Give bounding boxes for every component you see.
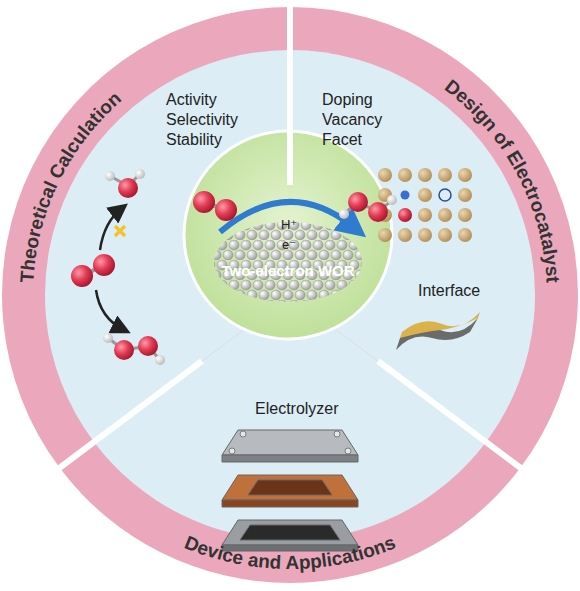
center-title: Two-electron WOR <box>222 262 355 279</box>
electron-label: e⁻ <box>282 237 296 252</box>
property-list: Activity Selectivity Stability <box>166 90 238 150</box>
electrolyzer-label: Electrolyzer <box>255 400 339 418</box>
proton-label: H⁺ <box>281 217 297 232</box>
ring-title: Theoretical Calculation <box>16 87 125 283</box>
strategy-list: Doping Vacancy Facet <box>322 90 382 150</box>
interface-label: Interface <box>418 282 480 300</box>
